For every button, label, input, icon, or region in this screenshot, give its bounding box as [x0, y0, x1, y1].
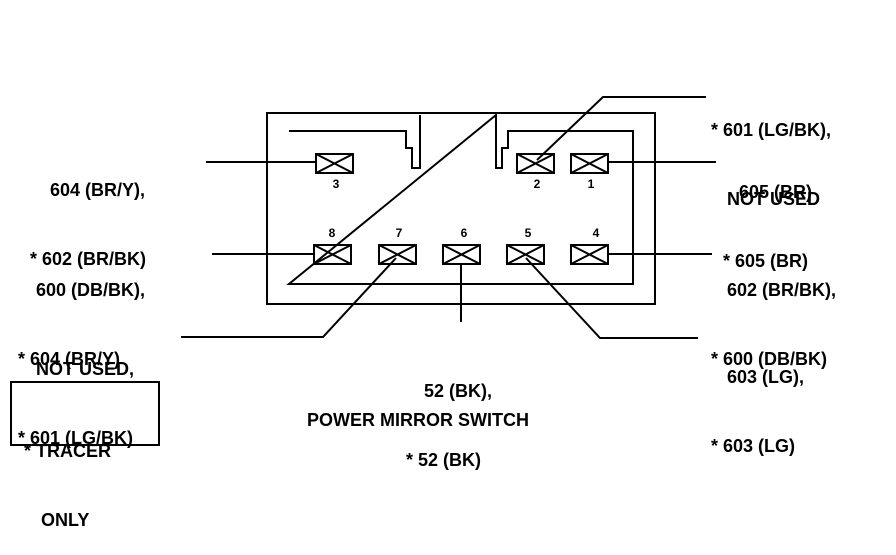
terminal-7: [378, 244, 417, 265]
label-pin7-line2: * 601 (LG/BK): [18, 428, 134, 448]
legend-line1: * TRACER: [24, 441, 112, 461]
label-pin4-line2: * 600 (DB/BK): [711, 349, 828, 369]
pin-number-3: 3: [333, 177, 340, 191]
label-pin5-line1: 603 (LG),: [727, 367, 805, 387]
terminal-3: [315, 153, 354, 174]
label-pin3-line2: * 602 (BR/BK): [30, 249, 147, 269]
label-pin8-line2: * 604 (BR/Y): [18, 349, 121, 369]
label-pin2-line1: * 601 (LG/BK),: [711, 120, 832, 140]
label-pin8: 600 (DB/BK), * 604 (BR/Y): [18, 233, 145, 394]
label-pin1-line2: * 605 (BR): [723, 251, 809, 271]
label-pin4: 602 (BR/BK), * 600 (DB/BK): [711, 233, 836, 394]
pin-number-4: 4: [593, 226, 600, 240]
legend-line2: ONLY: [41, 510, 90, 530]
label-pin6-line1: 52 (BK),: [424, 381, 493, 401]
label-pin3-line1: 604 (BR/Y),: [50, 180, 146, 200]
label-pin4-line1: 602 (BR/BK),: [727, 280, 837, 300]
legend-box: [10, 381, 160, 446]
diagram-title: POWER MIRROR SWITCH: [307, 410, 529, 430]
label-pin6-line2: * 52 (BK): [406, 450, 482, 470]
label-pin7-line1: NOT USED,: [36, 359, 135, 379]
label-pin2: * 601 (LG/BK), NOT USED: [711, 73, 831, 234]
pin-number-2: 2: [534, 177, 541, 191]
label-pin2-line2: NOT USED: [727, 189, 821, 209]
terminal-6: [442, 244, 481, 265]
terminal-5: [506, 244, 545, 265]
label-pin1-line1: 605 (BR): [739, 182, 813, 202]
leader-pin5: [525, 257, 698, 339]
label-pin5-line2: * 603 (LG): [711, 436, 796, 456]
pin-number-5: 5: [525, 226, 532, 240]
pin-number-1: 1: [588, 177, 595, 191]
terminal-2: [516, 153, 555, 174]
label-pin1: 605 (BR) * 605 (BR): [723, 135, 812, 296]
leader-pin2: [536, 96, 706, 161]
leader-pin7: [181, 257, 397, 338]
label-pin8-line1: 600 (DB/BK),: [36, 280, 146, 300]
legend-text: * TRACER ONLY: [24, 394, 111, 555]
terminal-1: [570, 153, 609, 174]
pin-number-6: 6: [461, 226, 468, 240]
pin-number-8: 8: [329, 226, 336, 240]
terminal-4: [570, 244, 609, 265]
power-mirror-switch-diagram: 3 2 1 8 7 6 5 4: [10, 96, 716, 446]
label-pin3: 604 (BR/Y), * 602 (BR/BK): [30, 133, 146, 294]
label-pin7: NOT USED, * 601 (LG/BK): [18, 312, 134, 473]
label-pin5: 603 (LG), * 603 (LG): [711, 320, 804, 481]
pin-number-7: 7: [396, 226, 403, 240]
